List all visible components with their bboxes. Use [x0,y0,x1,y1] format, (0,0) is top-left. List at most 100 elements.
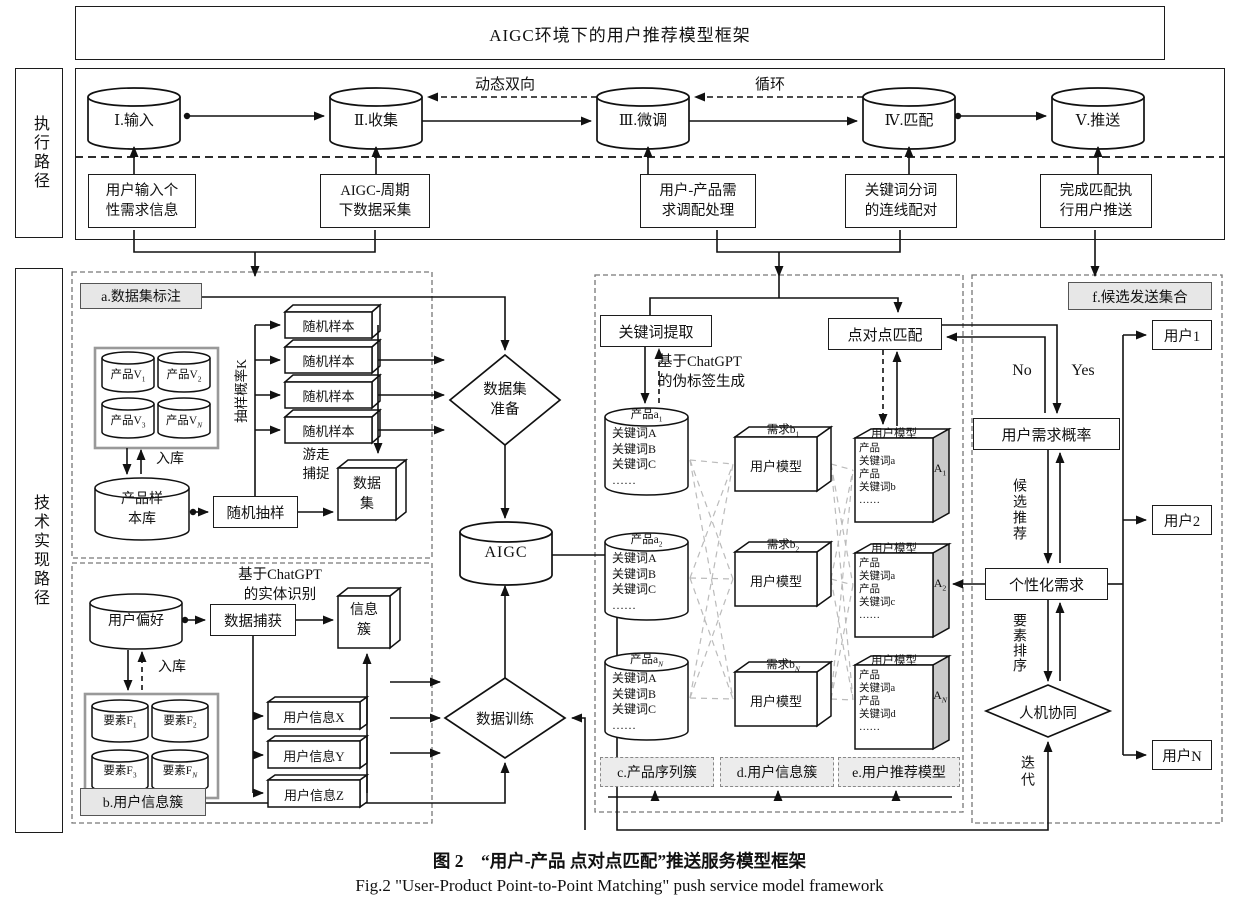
demand-b2-front: 用户模型 [749,573,802,589]
user-n-box: 用户N [1152,740,1212,770]
section-b-label: b.用户信息簇 [80,788,206,816]
user-model-a1-tag: A1 [933,460,947,478]
note-line: 用户输入个 [105,182,179,199]
user-info-z: 用户信息Z [284,787,344,803]
random-sampling-box: 随机抽样 [213,496,298,528]
note-line: 求调配处理 [661,203,735,219]
cde-arrows [608,276,952,801]
factor-cylinder-f3: 要素F3 [103,765,137,780]
note-user-input: 用户输入个性需求信息 [88,174,196,228]
figure-caption-zh: 图 2 “用户-产品 点对点匹配”推送服务模型框架 [432,850,807,871]
side-label-tech-path: 技术实现路径 [15,268,63,833]
edge-label-dynamic: 动态双向 [474,76,535,93]
product-an-title: 产品aN [629,654,664,669]
note-line: 性需求信息 [105,203,179,219]
cde-cross-links [689,459,854,701]
f-shapes [983,684,1113,738]
section-a-shapes [93,346,220,541]
stage-input: Ⅰ.输入 [114,112,154,129]
branch-no-label: No [1012,362,1032,379]
product-cylinder-vn: 产品VN [165,415,203,430]
stage-push: Ⅴ.推送 [1075,112,1121,129]
pipeline-cylinders [87,87,1145,150]
execution-path-frame [75,68,1225,240]
note-aigc-cycle: AIGC-周期下数据采集 [320,174,430,228]
random-sample-4: 随机样本 [302,423,355,439]
product-sample-store: 产品样本库 [121,492,163,527]
user-1-box: 用户1 [1152,320,1212,350]
product-a2-title: 产品a2 [630,534,663,549]
note-complete-push: 完成匹配执行用户推送 [1040,174,1152,228]
demand-b1-title: 需求b1 [766,424,800,439]
data-capture-box: 数据捕获 [210,604,296,636]
factor-cylinder-fn: 要素FN [162,765,198,780]
f-arrows [942,324,1147,760]
note-line: 关键词分词 [864,182,938,199]
in-store-label-a: 入库 [156,452,184,467]
side-label-execution-path: 执行路径 [15,68,63,238]
user-model-a2-tag: A2 [933,575,947,593]
note-line: 下数据采集 [338,203,412,219]
candidate-rec-label: 候选推荐 [1011,478,1026,542]
user-model-a1-title: 用户模型 [871,427,917,440]
section-a-arrows [122,296,510,517]
branch-yes-label: Yes [1071,362,1095,379]
factor-cylinder-f1: 要素F1 [103,715,137,730]
stage-finetune: Ⅲ.微调 [618,112,668,129]
user-2-box: 用户2 [1152,505,1212,535]
section-a-label: a.数据集标注 [80,283,202,309]
demand-b2-title: 需求b2 [766,539,800,554]
cde-shapes [604,407,952,751]
product-cylinder-v1: 产品V1 [110,369,146,384]
demand-bn-title: 需求bN [766,659,800,674]
user-info-y: 用户信息Y [283,748,345,764]
product-cylinder-v2: 产品V2 [166,369,202,384]
keyword-extract-box: 关键词提取 [600,315,712,347]
title-frame [75,6,1165,60]
figure-caption-en: Fig.2 "User-Product Point-to-Point Match… [355,876,884,895]
section-entry-arrows [133,230,1100,277]
info-cluster-label: 信息簇 [350,603,378,638]
human-machine-diamond-label: 人机协同 [1019,705,1077,722]
section-b-arrows [123,615,372,798]
dataset-box-label: 数据集 [353,477,381,512]
random-sample-2: 随机样本 [302,353,355,369]
demand-prob-box: 用户需求概率 [973,418,1120,450]
data-training-diamond-label: 数据训练 [476,711,534,728]
personalized-demand-box: 个性化需求 [985,568,1108,600]
factor-sort-label: 要素排序 [1011,613,1026,673]
section-f-label: f.候选发送集合 [1068,282,1212,310]
note-line: AIGC-周期 [340,182,410,199]
note-demand-adjust: 用户-产品需求调配处理 [640,174,756,228]
sampling-prob-label: 抽样概率K [234,359,249,423]
user-model-an-tag: AN [933,687,947,705]
demand-bn-front: 用户模型 [749,693,802,709]
product-cylinder-v3: 产品V3 [110,415,146,430]
in-store-label-b: 入库 [158,660,186,675]
diagram-title: AIGC环境下的用户推荐模型框架 [489,25,751,45]
label-user-rec-model: e.用户推荐模型 [838,757,960,787]
user-model-an-title: 用户模型 [871,654,917,667]
random-sample-1: 随机样本 [302,318,355,334]
note-line: 的连线配对 [864,203,938,219]
note-line: 行用户推送 [1059,203,1133,219]
product-a1-title: 产品a1 [630,409,663,424]
section-b-shapes [83,586,403,809]
random-sample-boxes [283,303,409,522]
central-flow [443,353,567,760]
dataset-prep-diamond-label: 数据集准备 [483,381,527,418]
iterate-label: 迭代 [1019,755,1034,789]
stage-match: Ⅳ.匹配 [884,112,934,129]
stage-collect: Ⅱ.收集 [354,112,398,129]
label-product-sequence-cluster: c.产品序列簇 [600,757,714,787]
demand-b1-front: 用户模型 [749,458,802,474]
